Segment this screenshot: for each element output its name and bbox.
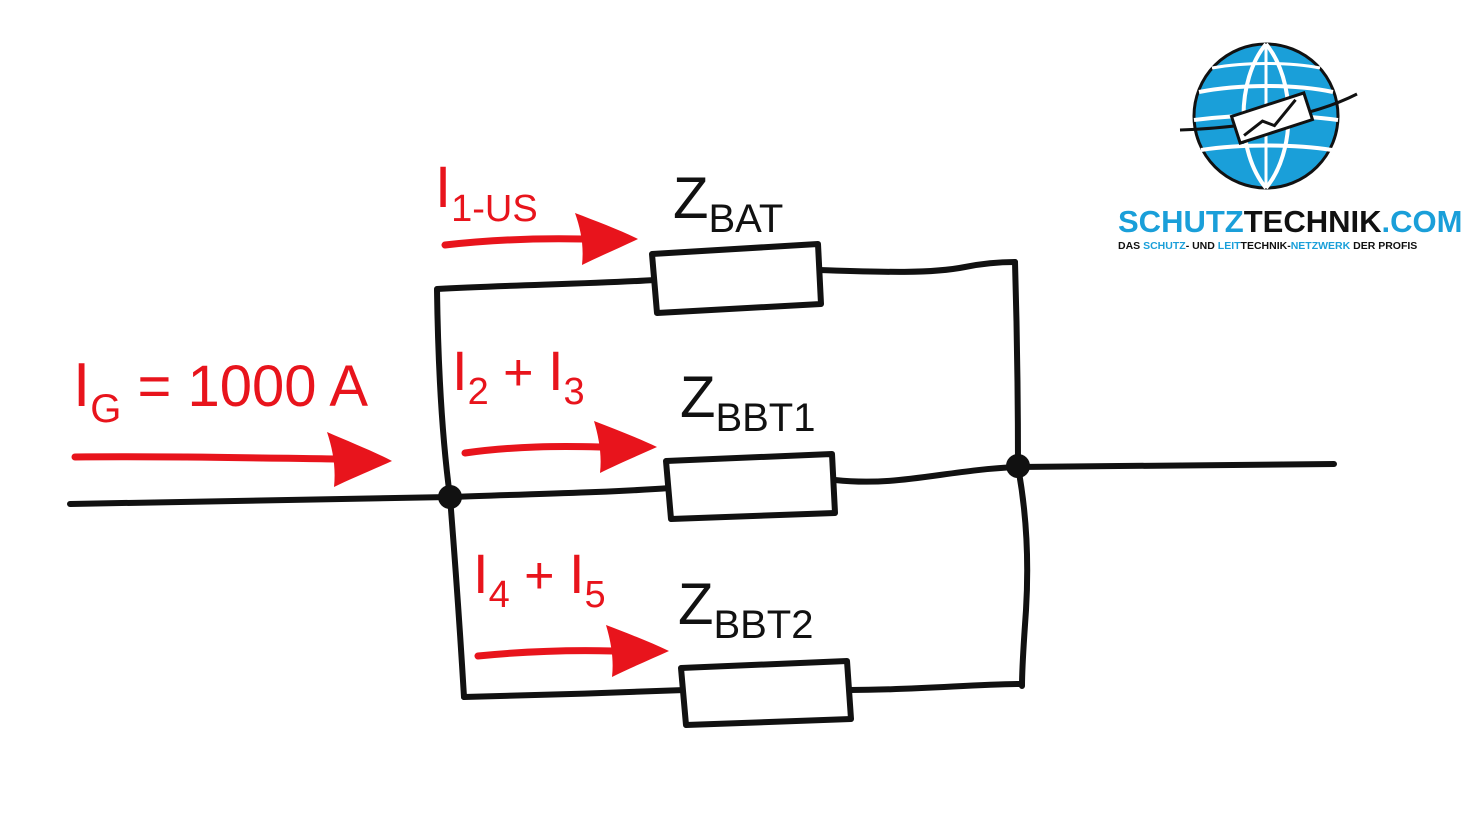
node-right [1006, 454, 1030, 478]
branch-top-left-wire [434, 277, 658, 292]
arrow-ig [71, 432, 392, 487]
logo-tagline: DAS SCHUTZ- UND LEITTECHNIK-NETZWERK DER… [1118, 240, 1417, 252]
arrow-i23 [461, 421, 657, 473]
logo: SCHUTZTECHNIK.COM DAS SCHUTZ- UND LEITTE… [1118, 42, 1462, 252]
branch-mid-left-wire [447, 485, 673, 500]
impedance-z-bbt2 [678, 658, 854, 728]
arrow-i45 [474, 625, 669, 677]
junction-nodes [438, 454, 1030, 509]
logo-wordmark: SCHUTZTECHNIK.COM [1118, 204, 1462, 239]
branch-bottom-left-wire [461, 687, 688, 700]
input-wire [67, 494, 453, 507]
label-z-bat: ZBAT [673, 166, 783, 241]
circuit-wires [67, 259, 1337, 700]
globe-icon [1179, 42, 1358, 190]
impedance-z-bat [649, 241, 824, 316]
branch-top-right-wire [817, 259, 1018, 275]
label-z-bbt1: ZBBT1 [680, 365, 815, 440]
label-z-bbt2: ZBBT2 [678, 572, 813, 647]
label-ig: IG = 1000 A [73, 351, 368, 431]
node-left [438, 485, 462, 509]
impedance-z-bbt1 [663, 451, 838, 522]
output-wire [1015, 461, 1337, 470]
branch-bottom-right-wire [847, 681, 1025, 693]
label-i2-i3: I2 + I3 [452, 339, 585, 413]
arrow-i1 [441, 213, 638, 265]
label-i1-us: I1-US [435, 155, 538, 230]
right-bus [1012, 259, 1031, 689]
impedances [649, 241, 854, 728]
branch-mid-right-wire [832, 464, 1021, 485]
label-i4-i5: I4 + I5 [473, 542, 606, 616]
current-arrows [71, 213, 669, 677]
